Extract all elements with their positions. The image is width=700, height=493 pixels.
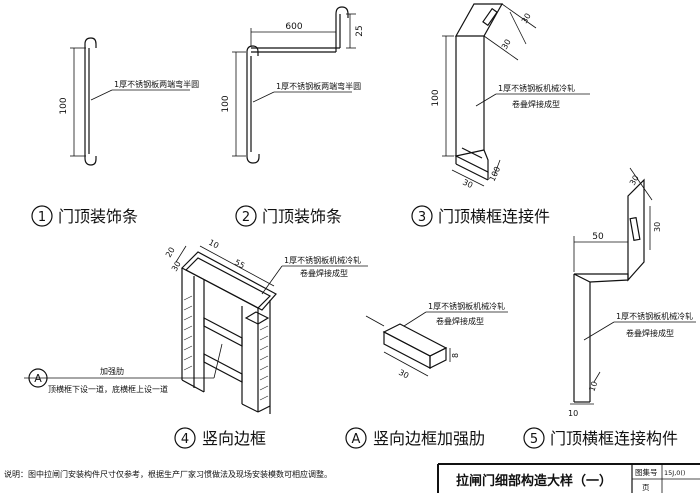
detail-5-dim-b: 30 — [653, 222, 662, 232]
caption-5: 5 门顶横框连接构件 — [523, 427, 678, 449]
detail-1-height-dim: 100 — [59, 97, 69, 114]
detail-2-drawing: 600 25 100 1厚不锈钢板两端弯半圆 — [221, 6, 365, 164]
detail-3-height-dim: 100 — [431, 89, 441, 106]
detail-5-note-line1: 1厚不锈钢板机械冷轧 — [616, 311, 693, 321]
caption-4: 4 竖向边框 — [174, 427, 266, 449]
caption-5-number: 5 — [530, 432, 538, 447]
caption-a-number: A — [352, 432, 361, 447]
detail-4-hatching — [183, 295, 269, 401]
detail-3-dim-c: 30 — [461, 178, 474, 190]
detail-3-dim-d: 100 — [488, 165, 503, 183]
detail-3-note-line1: 1厚不锈钢板机械冷轧 — [498, 83, 575, 93]
caption-2-text: 门顶装饰条 — [262, 207, 342, 226]
detail-4-note-line2: 卷叠焊接成型 — [300, 268, 348, 278]
detail-2-return-dim: 25 — [355, 25, 365, 36]
caption-5-text: 门顶横框连接构件 — [550, 429, 678, 448]
footer-note: 说明：图中拉闸门安装构件尺寸仅参考，根据生产厂家习惯做法及现场安装模数可相应调整… — [4, 469, 332, 479]
detail-2-width-dim: 600 — [285, 22, 302, 32]
rib-callout-title: 加强肋 — [100, 366, 124, 376]
detail-2-note: 1厚不锈钢板两端弯半圆 — [276, 81, 361, 91]
rib-callout-desc: 顶横框下设一道，底横框上设一道 — [48, 384, 168, 394]
detail-5-dim-a: 30 — [628, 174, 641, 187]
caption-1-text: 门顶装饰条 — [58, 207, 138, 226]
caption-4-text: 竖向边框 — [202, 429, 266, 448]
rib-callout-marker: A — [34, 372, 42, 385]
detail-1-drawing: 100 1厚不锈钢板两端弯半圆 — [59, 37, 199, 166]
detail-4-drawing: 20 30 55 10 1厚不锈钢板机械冷轧 卷叠焊接成型 加强肋 顶横框下设一… — [24, 238, 368, 414]
caption-a-text: 竖向边框加强肋 — [373, 429, 485, 448]
detail-5-dim-d: 10 — [587, 380, 599, 393]
caption-1-number: 1 — [38, 210, 46, 225]
detail-3-note-line2: 卷叠焊接成型 — [512, 99, 560, 109]
detail-a-dim-b: 30 — [397, 368, 410, 381]
title-block-title: 拉闸门细部构造大样（一） — [456, 473, 612, 489]
caption-2: 2 门顶装饰条 — [235, 205, 342, 227]
detail-a-note-line1: 1厚不锈钢板机械冷轧 — [428, 301, 505, 311]
title-block-page-label: 页 — [642, 483, 650, 492]
detail-4-dim-b: 30 — [170, 260, 183, 273]
detail-3-drawing: 30 30 100 30 100 1厚不锈钢板机械冷轧 卷叠焊接成型 — [431, 3, 590, 190]
detail-5-note-line2: 卷叠焊接成型 — [626, 328, 674, 338]
footer: 说明：图中拉闸门安装构件尺寸仅参考，根据生产厂家习惯做法及现场安装模数可相应调整… — [4, 463, 700, 493]
caption-3-text: 门顶横框连接件 — [438, 207, 550, 226]
caption-4-number: 4 — [181, 432, 189, 447]
detail-3-dim-a: 30 — [500, 38, 513, 51]
detail-4-dim-d: 10 — [207, 238, 220, 251]
caption-2-number: 2 — [242, 210, 250, 225]
title-block-atlas-label: 图集号 — [635, 467, 658, 477]
caption-3: 3 门顶横框连接件 — [411, 205, 550, 227]
detail-a-note-line2: 卷叠焊接成型 — [436, 316, 484, 326]
caption-1: 1 门顶装饰条 — [31, 205, 138, 227]
detail-4-dim-c: 55 — [233, 258, 246, 271]
title-block-atlas-number: 15J,0() — [664, 469, 685, 477]
detail-3-dim-b: 30 — [520, 12, 533, 25]
detail-4-note-line1: 1厚不锈钢板机械冷轧 — [284, 255, 361, 265]
detail-5-drawing: 50 30 30 10 10 1厚不锈钢板机械冷轧 卷叠焊接成型 — [568, 167, 696, 418]
detail-4-dim-a: 20 — [164, 246, 177, 259]
detail-5-width-dim: 50 — [592, 232, 604, 242]
caption-3-number: 3 — [418, 210, 426, 225]
detail-2-height-dim: 100 — [221, 95, 231, 112]
detail-1-note: 1厚不锈钢板两端弯半圆 — [114, 79, 199, 89]
detail-a-drawing: 8 30 1厚不锈钢板机械冷轧 卷叠焊接成型 — [365, 301, 508, 381]
detail-5-dim-c: 10 — [568, 409, 578, 418]
caption-a: A 竖向边框加强肋 — [345, 427, 485, 449]
detail-a-dim-a: 8 — [451, 353, 460, 358]
